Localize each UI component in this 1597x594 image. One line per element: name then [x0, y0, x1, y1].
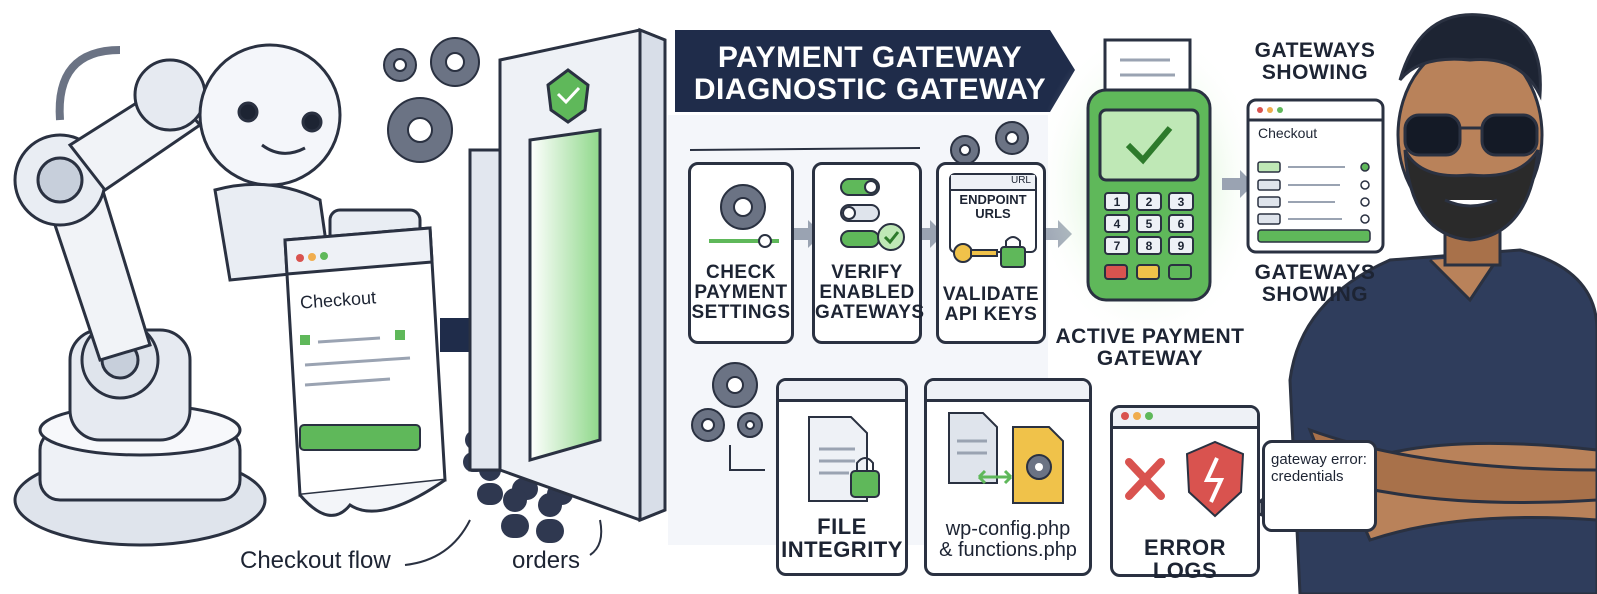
step-label-validate-api-keys: VALIDATE API KEYS: [939, 285, 1043, 325]
gateways-window-title: Checkout: [1258, 125, 1318, 141]
step-label-verify-enabled-gateways: VERIFY ENABLED GATEWAYS: [815, 262, 925, 323]
gears-cluster-top: [383, 37, 480, 163]
endpoint-line: ENDPOINT: [959, 192, 1027, 207]
checkout-page-illustration: [283, 226, 447, 517]
step-label-line: VALIDATE: [942, 284, 1040, 305]
keypad-key-label: 3: [1178, 195, 1185, 209]
window-dot-yellow: [1133, 412, 1141, 420]
keypad-key: [1136, 236, 1162, 255]
window-titlebar: [927, 381, 1089, 402]
gateways-label-line: GATEWAYS: [1254, 261, 1376, 284]
orders-caption: orders: [512, 547, 581, 574]
keypad-key: [1136, 214, 1162, 233]
document-lock-icon: [808, 416, 880, 502]
keypad-key: [1168, 192, 1194, 211]
checkout-flow-pointer: [404, 519, 471, 566]
step-validate-api-keys: URL ENDPOINT URLS VALIDATE API KEYS: [936, 162, 1046, 344]
orders-pointer: [589, 519, 603, 556]
keypad-key-label: 1: [1114, 195, 1121, 209]
toggle-switches-icon: [840, 178, 905, 251]
key-lock-icon: [953, 236, 1026, 268]
active-payment-gateway-label: ACTIVE PAYMENT GATEWAY: [1050, 325, 1250, 371]
terminal-to-panel-arrow: [1222, 170, 1254, 198]
window-titlebar: [1113, 408, 1257, 429]
error-shield-icon: [1125, 440, 1245, 518]
keypad-key-label: 6: [1178, 217, 1185, 231]
keypad-key: [1136, 192, 1162, 211]
keypad-key-label: 9: [1178, 239, 1185, 253]
step-label-file-integrity: FILE INTEGRITY: [779, 515, 905, 561]
gateway-structure: [468, 27, 667, 523]
banner-line-2: DIAGNOSTIC GATEWAY: [693, 72, 1047, 106]
step-label-line: FILE: [817, 514, 867, 539]
checkout-flow-caption: Checkout flow: [240, 547, 391, 574]
step-label-line: API KEYS: [944, 303, 1038, 325]
window-dot-red: [1121, 412, 1129, 420]
top-flow-line: [689, 147, 921, 151]
step-label-line: SETTINGS: [691, 301, 791, 323]
endpoint-urls-label: ENDPOINT URLS: [951, 192, 1035, 222]
gateways-showing-bottom-label: GATEWAYS SHOWING: [1245, 261, 1385, 307]
url-label: URL: [1010, 175, 1031, 186]
step-label-wp-config: wp-config.php & functions.php: [927, 519, 1089, 561]
step-wp-config-functions: wp-config.php & functions.php: [924, 378, 1092, 576]
step-label-line: VERIFY: [831, 262, 903, 283]
gear-slider-icon: [709, 184, 779, 248]
keypad-key-label: 2: [1146, 195, 1153, 209]
gateways-showing-top-label: GATEWAYS SHOWING: [1245, 39, 1385, 85]
banner-title: PAYMENT GATEWAY DIAGNOSTIC GATEWAY: [690, 42, 1050, 105]
gateways-window: [1246, 98, 1385, 254]
gateways-label-line: SHOWING: [1261, 61, 1369, 85]
title-banner: [675, 30, 1075, 112]
endpoint-line: URLS: [975, 206, 1011, 222]
gateways-label-line: SHOWING: [1261, 283, 1369, 307]
keypad-key: [1104, 214, 1130, 233]
step-label-line: CHECK: [705, 262, 777, 283]
terminal-function-keys: [1104, 264, 1192, 280]
bottom-flow-line: [729, 445, 765, 471]
step-label-check-payment-settings: CHECK PAYMENT SETTINGS: [691, 263, 791, 323]
step-check-payment-settings: CHECK PAYMENT SETTINGS: [688, 162, 794, 344]
terminal-keypad: 1 2 3 4 5 6 7 8 9: [1104, 192, 1194, 255]
terminal-label-line: ACTIVE PAYMENT: [1055, 325, 1245, 348]
keypad-key: [1168, 214, 1194, 233]
banner-line-1: PAYMENT GATEWAY: [717, 41, 1023, 74]
gateways-label-line: GATEWAYS: [1254, 39, 1376, 62]
step-error-logs: ERROR LOGS: [1110, 405, 1260, 582]
window-dot-green: [1145, 412, 1153, 420]
step-label-error-logs: ERROR LOGS: [1144, 535, 1226, 584]
keypad-key-label: 5: [1146, 217, 1153, 231]
keypad-key-label: 4: [1114, 217, 1121, 231]
window-titlebar: [779, 381, 905, 402]
step-label-line: & functions.php: [939, 539, 1077, 561]
files-gear-icon: [948, 412, 1064, 504]
robot-illustration: [13, 43, 422, 547]
step-label-line: ENABLED: [819, 281, 915, 303]
step-label-line: INTEGRITY: [781, 537, 903, 563]
step-label-line: PAYMENT: [694, 281, 788, 303]
terminal-label-line: GATEWAY: [1096, 347, 1204, 371]
keypad-key: [1168, 236, 1194, 255]
keypad-key-label: 7: [1114, 239, 1121, 253]
step-label-line: GATEWAYS: [815, 301, 925, 323]
step-label-line: wp-config.php: [945, 518, 1071, 540]
endpoint-window-titlebar: URL: [951, 175, 1035, 191]
error-tooltip: gateway error: credentials: [1262, 440, 1377, 532]
step-file-integrity: FILE INTEGRITY: [776, 378, 908, 576]
step-verify-enabled-gateways: VERIFY ENABLED GATEWAYS: [812, 162, 925, 344]
keypad-key: [1104, 192, 1130, 211]
keypad-key-label: 8: [1146, 239, 1153, 253]
keypad-key: [1104, 236, 1130, 255]
